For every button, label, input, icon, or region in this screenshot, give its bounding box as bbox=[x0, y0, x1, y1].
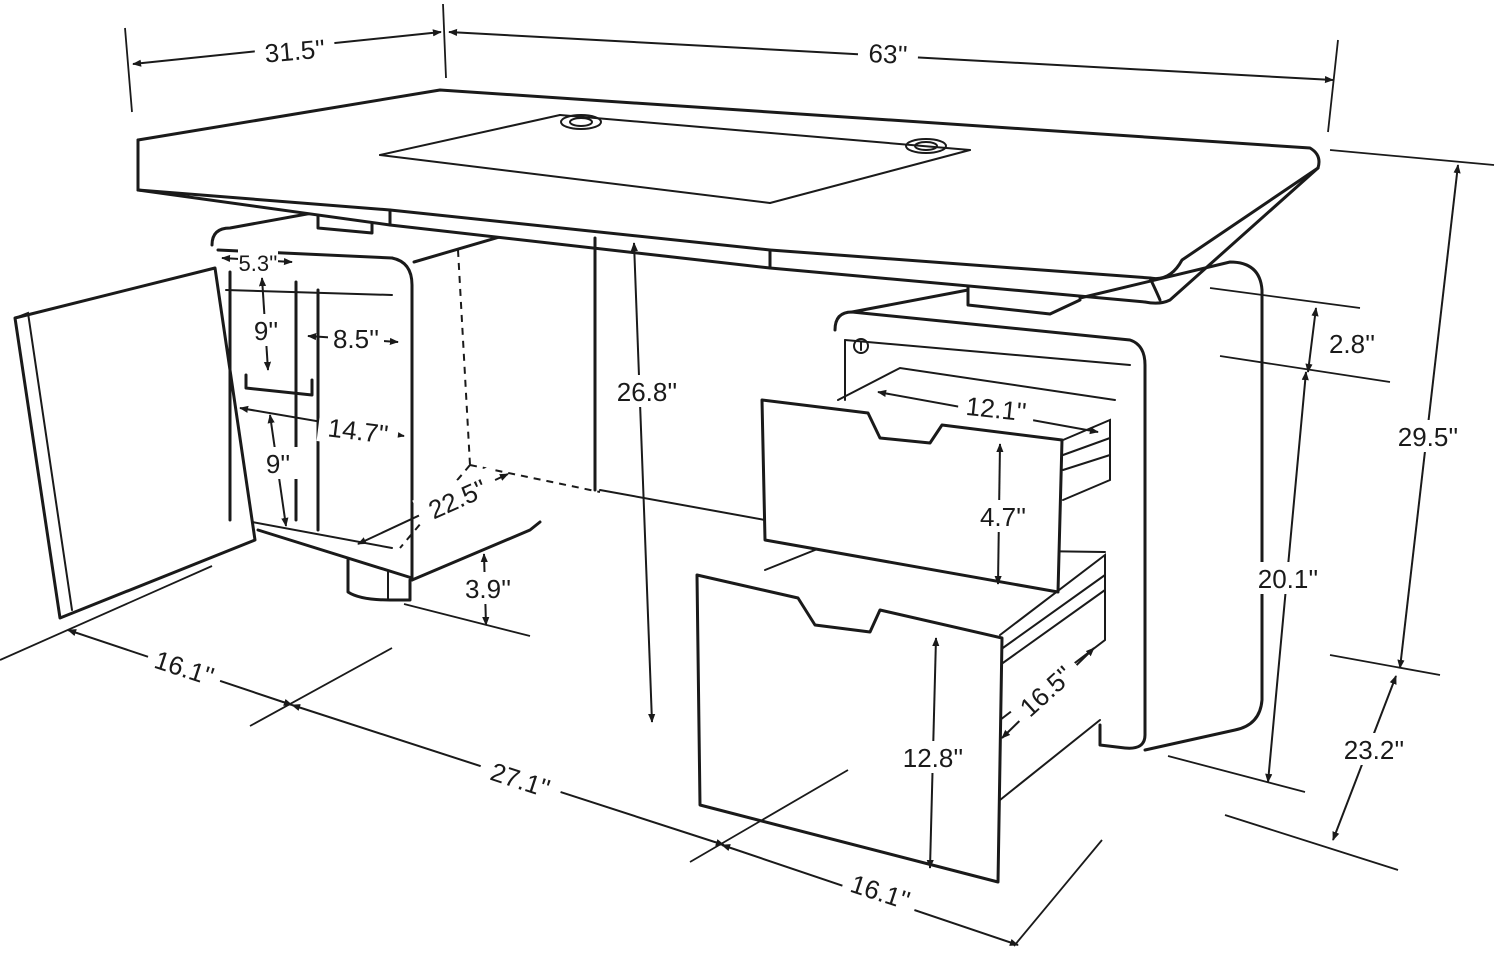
right-pedestal bbox=[764, 260, 1264, 801]
label-foot-height: 3.9'' bbox=[465, 574, 511, 604]
dimension-labels: 31.5'' 63'' 5.3'' 9'' 8.5'' 14.7'' 9'' bbox=[143, 30, 1470, 919]
label-shelf-depth: 8.5'' bbox=[333, 324, 379, 354]
lock-icon bbox=[853, 338, 869, 354]
label-top-width: 63'' bbox=[868, 38, 908, 70]
desk-top bbox=[136, 88, 1321, 305]
label-drawer-inner-width: 12.1'' bbox=[964, 391, 1027, 427]
cable-grommet-right bbox=[905, 138, 947, 154]
label-leg-clearance: 26.8'' bbox=[617, 377, 678, 407]
rear-right-leg bbox=[966, 281, 1082, 316]
floor-line-back bbox=[599, 489, 766, 521]
label-top-depth: 31.5'' bbox=[263, 33, 326, 68]
label-shelf-upper-height: 9'' bbox=[254, 316, 278, 346]
label-large-drawer-height: 12.8'' bbox=[903, 743, 964, 773]
label-drawer-top-gap: 2.8'' bbox=[1329, 329, 1375, 359]
label-right-pedestal-width: 16.1'' bbox=[847, 868, 914, 915]
label-left-cabinet-width: 16.1'' bbox=[151, 644, 218, 691]
label-pedestal-depth: 23.2'' bbox=[1344, 735, 1405, 765]
cable-grommet-left bbox=[560, 114, 602, 130]
left-cabinet-door bbox=[13, 266, 257, 620]
label-knee-space-width: 27.1'' bbox=[487, 756, 554, 803]
label-small-drawer-height: 4.7'' bbox=[980, 502, 1026, 532]
desk-illustration bbox=[13, 88, 1321, 884]
large-drawer-front bbox=[695, 573, 1004, 884]
label-shelf-lower-height: 9'' bbox=[266, 449, 290, 479]
small-drawer-front bbox=[760, 398, 1064, 594]
label-shelf-width: 14.7'' bbox=[326, 412, 390, 449]
label-pedestal-height: 20.1'' bbox=[1258, 564, 1319, 594]
label-total-height: 29.5'' bbox=[1398, 422, 1459, 452]
label-door-offset: 5.3'' bbox=[239, 251, 278, 276]
